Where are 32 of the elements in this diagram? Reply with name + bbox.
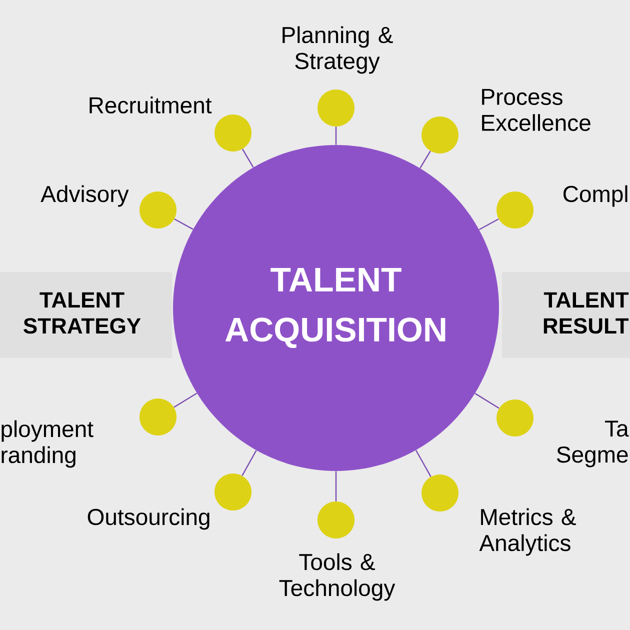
dot-marker [422,474,458,512]
side-band: TALENT RESULT [502,272,630,358]
connector-line [242,450,257,476]
connector-line [335,471,337,502]
connector-line [420,150,431,168]
item-label: Recruitment [90,96,212,114]
item-label: Process Excellence [482,88,590,132]
connector-line [242,148,254,168]
dot-marker [214,114,252,152]
dot-marker [422,116,458,154]
dot-marker [214,474,252,510]
connector-line [474,392,500,409]
item-label: Planning & Strategy [282,26,393,74]
item-label: Metrics & Analytics [479,508,576,556]
dot-marker [318,502,354,538]
connector-line [478,218,499,230]
dot-marker [140,192,176,228]
connector-line [335,126,337,145]
dot-marker [140,398,176,436]
dot-marker [496,192,534,228]
dot-marker [318,90,354,126]
side-band: TALENT STRATEGY [0,272,172,358]
connector-line [174,392,198,408]
connector-line [174,218,194,230]
item-label: Ta Segme [556,420,629,468]
dot-marker [496,400,534,436]
item-label: Outsourcing [88,508,210,530]
connector-line [415,450,432,477]
item-label: ployment randing [2,420,94,468]
item-label: Advisory [40,185,129,207]
item-label: Tools & Technology [279,553,396,601]
item-label: Compl [564,185,628,207]
